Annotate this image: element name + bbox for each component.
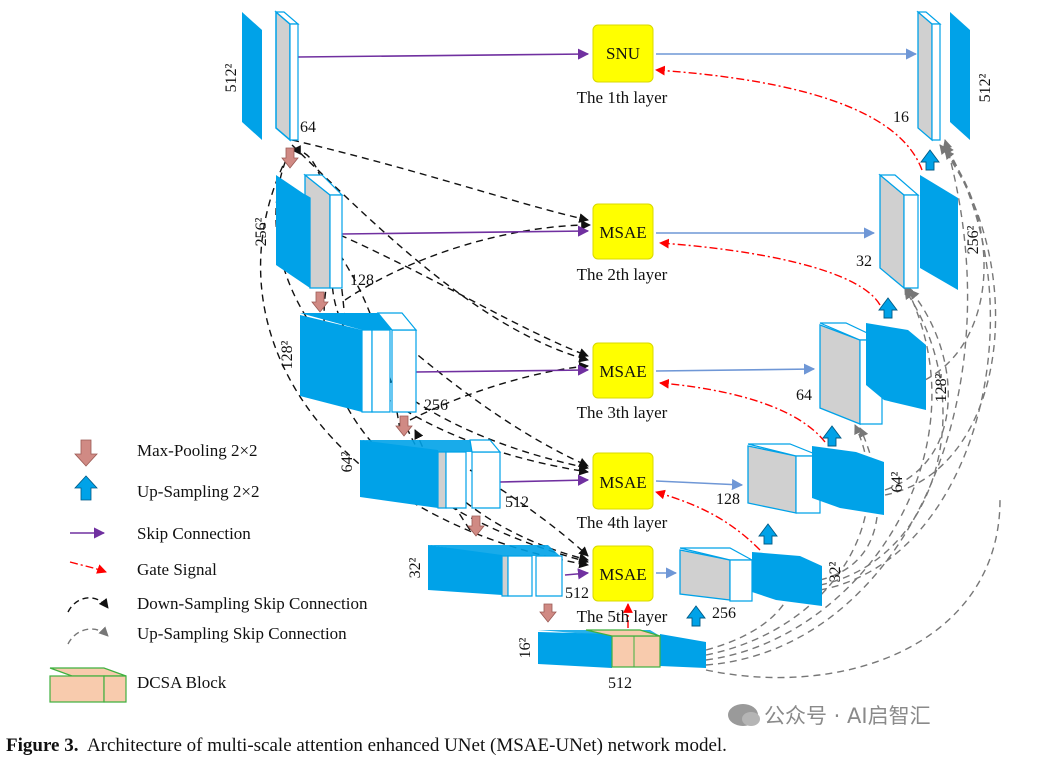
encoder-3-size: 128²	[279, 340, 296, 369]
watermark: 公众号 · AI启智汇	[728, 700, 931, 730]
dcsa-block	[611, 635, 661, 668]
decoder-3-channels: 64	[796, 387, 812, 404]
legend-skip-label: Skip Connection	[137, 524, 251, 543]
layer-3-block: MSAE The 3th layer	[577, 342, 668, 422]
layer-1-block: SNU The 1th layer	[577, 24, 668, 107]
encoder-2-channels: 128	[350, 272, 374, 289]
legend-down-skip-label: Down-Sampling Skip Connection	[137, 594, 368, 613]
up-sampling-skip-connections	[705, 139, 1001, 679]
layer-3-caption: The 3th layer	[577, 403, 668, 422]
legend-gate-label: Gate Signal	[137, 560, 217, 579]
encoder-5-size: 32²	[407, 557, 424, 578]
bottleneck-channels: 512	[608, 675, 632, 692]
decoder-4-channels: 128	[716, 491, 740, 508]
layer-3-block-label: MSAE	[599, 362, 646, 381]
legend-dcsa-label: DCSA Block	[137, 673, 227, 692]
layer-5-block-label: MSAE	[599, 565, 646, 584]
up-arrow-4	[758, 523, 778, 545]
up-arrow-1	[920, 149, 940, 171]
bottleneck-size: 16²	[517, 637, 534, 658]
layer-2-caption: The 2th layer	[577, 265, 668, 284]
decoder-5-channels: 256	[712, 605, 736, 622]
pool-arrow-5	[539, 603, 557, 623]
layer-2-block-label: MSAE	[599, 223, 646, 242]
layer-4-block-label: MSAE	[599, 473, 646, 492]
encoder-stage-1: 512² 64	[223, 10, 316, 142]
encoder-3-channels: 256	[424, 397, 448, 414]
decoder-stage-1: 512² 16	[893, 10, 994, 142]
decoder-2-channels: 32	[856, 253, 872, 270]
watermark-text: 公众号 · AI启智汇	[764, 704, 931, 728]
pool-arrow-3	[395, 415, 413, 437]
legend: Max-Pooling 2×2 Up-Sampling 2×2 Skip Con…	[49, 439, 368, 703]
decoder-stage-5: 32² 256	[679, 547, 844, 622]
figure-caption-label: Figure 3.	[6, 735, 79, 756]
legend-up-sampling-label: Up-Sampling 2×2	[137, 482, 259, 501]
layer-1-caption: The 1th layer	[577, 88, 668, 107]
encoder-1-size: 512²	[223, 63, 240, 92]
decoder-flow-arrows	[655, 48, 918, 579]
encoder-stage-2: 256² 128	[253, 173, 374, 289]
legend-max-pooling-icon	[74, 439, 98, 467]
decoder-1-channels: 16	[893, 109, 909, 126]
decoder-3-size: 128²	[933, 373, 950, 402]
layer-5-block: MSAE The 5th layer	[577, 545, 668, 626]
legend-dcsa-icon	[49, 667, 127, 703]
layer-2-block: MSAE The 2th layer	[577, 203, 668, 284]
wechat-icon	[728, 704, 760, 726]
encoder-stage-4: 64² 512	[339, 439, 529, 511]
figure-caption-text: Architecture of multi-scale attention en…	[86, 735, 727, 756]
legend-max-pooling-label: Max-Pooling 2×2	[137, 441, 258, 460]
bottleneck: 16² 512	[517, 629, 706, 692]
decoder-1-size: 512²	[977, 73, 994, 102]
figure-caption: Figure 3. Architecture of multi-scale at…	[6, 735, 727, 757]
decoder-stage-3: 128² 64	[796, 322, 950, 425]
layer-4-caption: The 4th layer	[577, 513, 668, 532]
up-sampling-arrows	[686, 149, 940, 627]
decoder-stage-2: 256² 32	[856, 173, 982, 290]
decoder-2-size: 256²	[965, 225, 982, 254]
encoder-1-channels: 64	[300, 119, 316, 136]
pool-arrow-1	[281, 147, 299, 169]
layer-5-caption: The 5th layer	[577, 607, 668, 626]
legend-down-skip-icon	[67, 597, 109, 613]
pool-arrow-4	[467, 515, 485, 537]
encoder-stage-3: 128² 256	[279, 312, 448, 414]
layer-4-block: MSAE The 4th layer	[577, 452, 668, 532]
decoder-5-size: 32²	[827, 561, 844, 582]
layer-1-block-label: SNU	[606, 44, 640, 63]
legend-up-skip-label: Up-Sampling Skip Connection	[137, 624, 347, 643]
gate-signals	[623, 65, 923, 628]
encoder-4-channels: 512	[505, 494, 529, 511]
up-arrow-2	[878, 297, 898, 319]
encoder-4-size: 64²	[339, 451, 356, 472]
encoder-2-size: 256²	[253, 217, 270, 246]
decoder-4-size: 64²	[889, 471, 906, 492]
encoder-5-channels: 512	[565, 585, 589, 602]
pool-arrow-2	[311, 291, 329, 313]
up-arrow-3	[822, 425, 842, 447]
decoder-stage-4: 64² 128	[716, 443, 906, 515]
up-arrow-5	[686, 605, 706, 627]
skip-connections	[297, 48, 590, 580]
encoder-stage-5: 32² 512	[407, 545, 589, 602]
legend-up-sampling-icon	[74, 475, 98, 501]
legend-up-skip-icon	[67, 626, 109, 645]
legend-gate-icon	[69, 561, 107, 574]
max-pooling-arrows	[281, 147, 557, 623]
